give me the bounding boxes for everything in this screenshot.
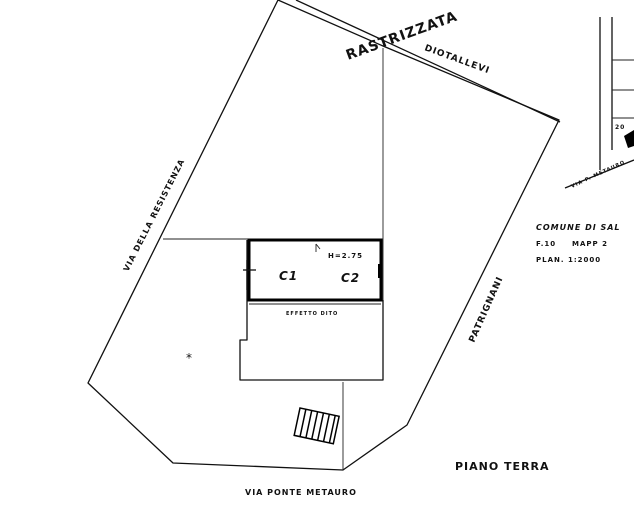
building-note: EFFETTO DITO [286,311,338,317]
scale-label: PLAN. 1:2000 [536,256,601,264]
comune-label: COMUNE DI SAL [536,223,621,232]
floor-title: PIANO TERRA [455,460,550,473]
mark-asterisk: * [186,351,192,365]
stair-icon [293,407,341,445]
mapp-label: MAPP 2 [572,240,608,248]
inset-map: 20 VIA P. METAURO [564,17,634,190]
door-mark [378,264,382,278]
inset-street-label: VIA P. METAURO [570,159,626,189]
street-label-top-sub: DIOTALLEVI [423,43,491,76]
street-label-left: VIA DELLA RESISTENZA [122,157,187,273]
foglio-label: F.10 [536,240,556,248]
height-label: H=2.75 [328,252,363,260]
inset-parcel-mark [624,130,634,148]
site-boundary [87,0,560,471]
top-road-edge [295,0,561,123]
room-label-c1: C1 [279,269,298,283]
street-label-right: PATRIGNANI [468,275,506,344]
building [239,238,384,381]
building-outline [239,240,384,381]
building-main-room [247,238,383,302]
room-label-c2: C2 [341,271,360,285]
inset-parcel-label: 20 [615,124,625,131]
street-label-bottom: VIA PONTE METAURO [245,488,357,497]
